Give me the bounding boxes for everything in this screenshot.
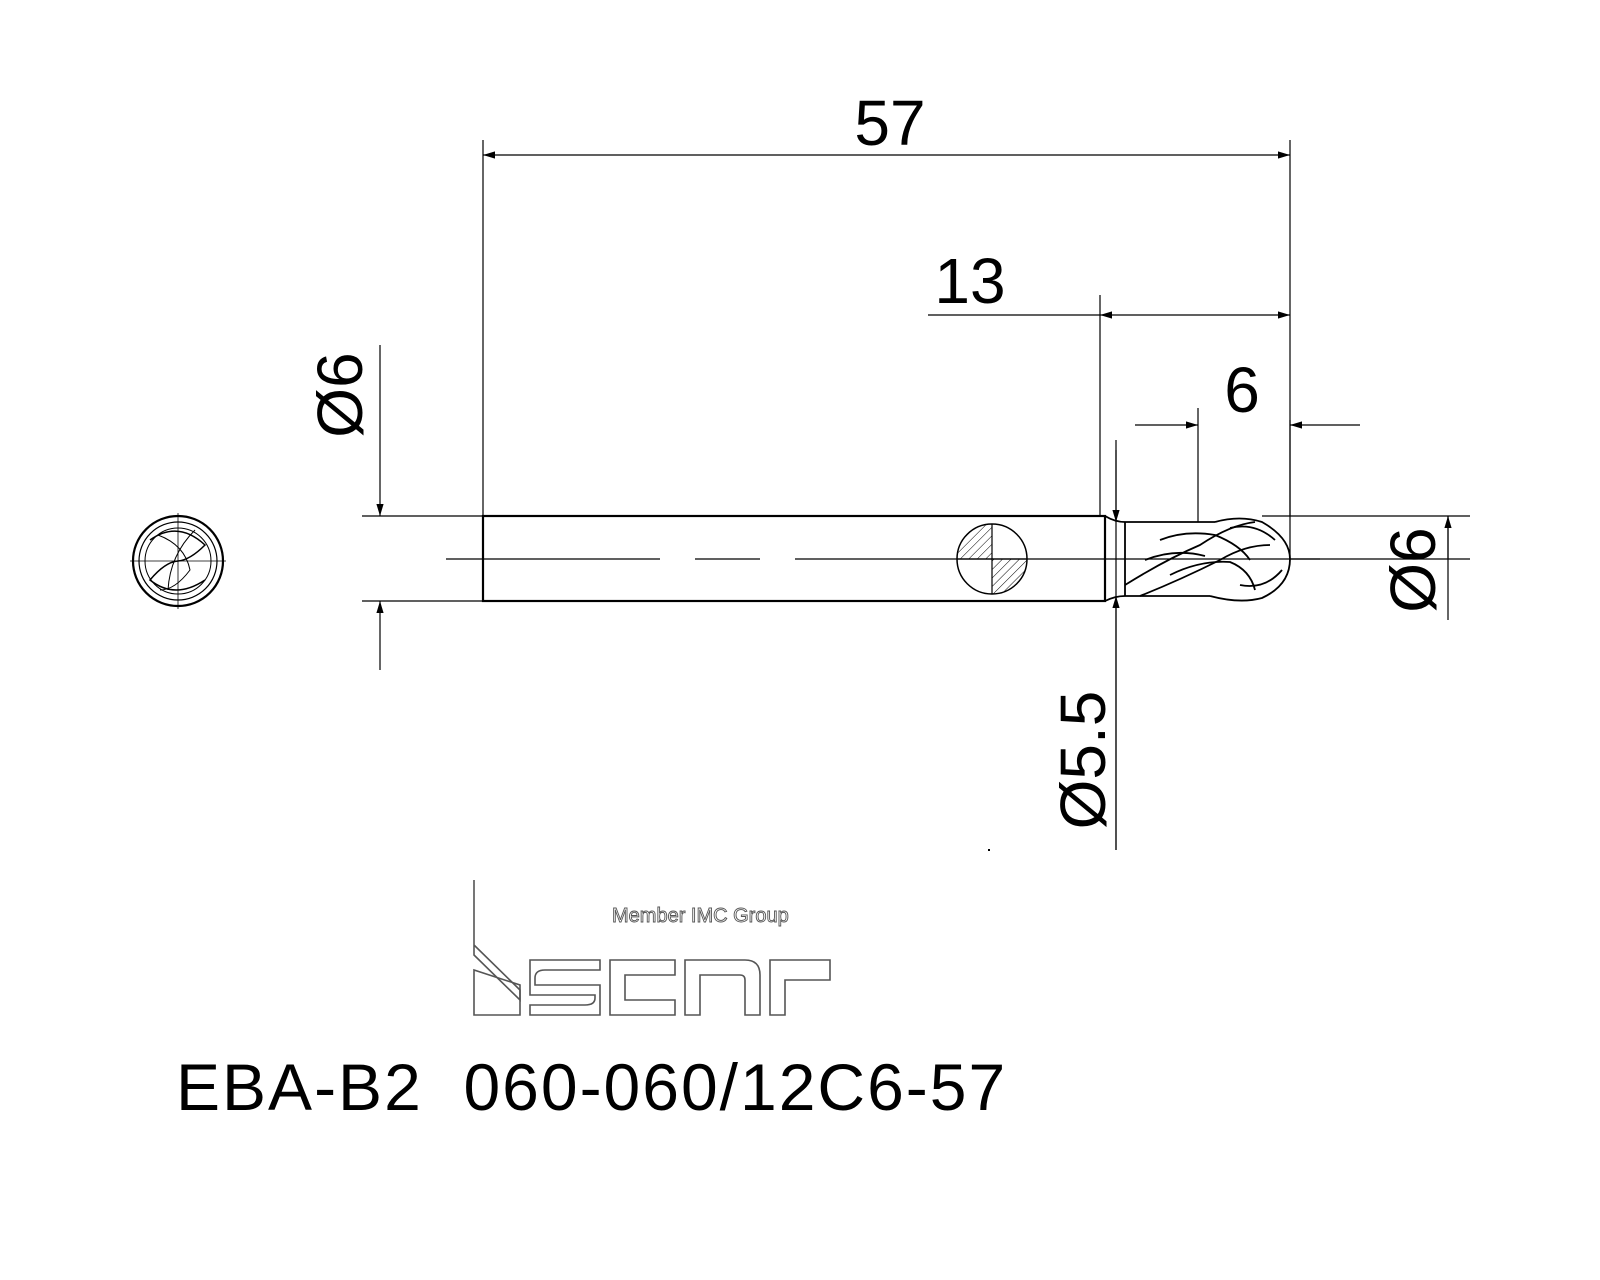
dim-flute-length: 6 — [1224, 354, 1260, 426]
dim-overall-length: 57 — [854, 87, 925, 159]
datum-symbol — [956, 523, 1028, 595]
stray-dot — [988, 849, 990, 851]
logo-tagline: Member IMC Group — [612, 905, 789, 927]
extension-lines — [362, 140, 1470, 850]
dimension-lines — [376, 151, 1452, 850]
cutting-head — [1104, 515, 1291, 602]
dim-shank-to-tip: 13 — [934, 245, 1005, 317]
tool-shank — [481, 514, 1107, 603]
dim-neck-diameter: Ø5.5 — [1047, 691, 1119, 830]
end-view — [130, 513, 226, 609]
dim-cutting-diameter: Ø6 — [1377, 527, 1449, 612]
dim-shank-diameter: Ø6 — [304, 352, 376, 437]
iscar-logo — [473, 880, 831, 1016]
tool-designation: EBA-B2 060-060/12C6-57 — [176, 1050, 1007, 1124]
